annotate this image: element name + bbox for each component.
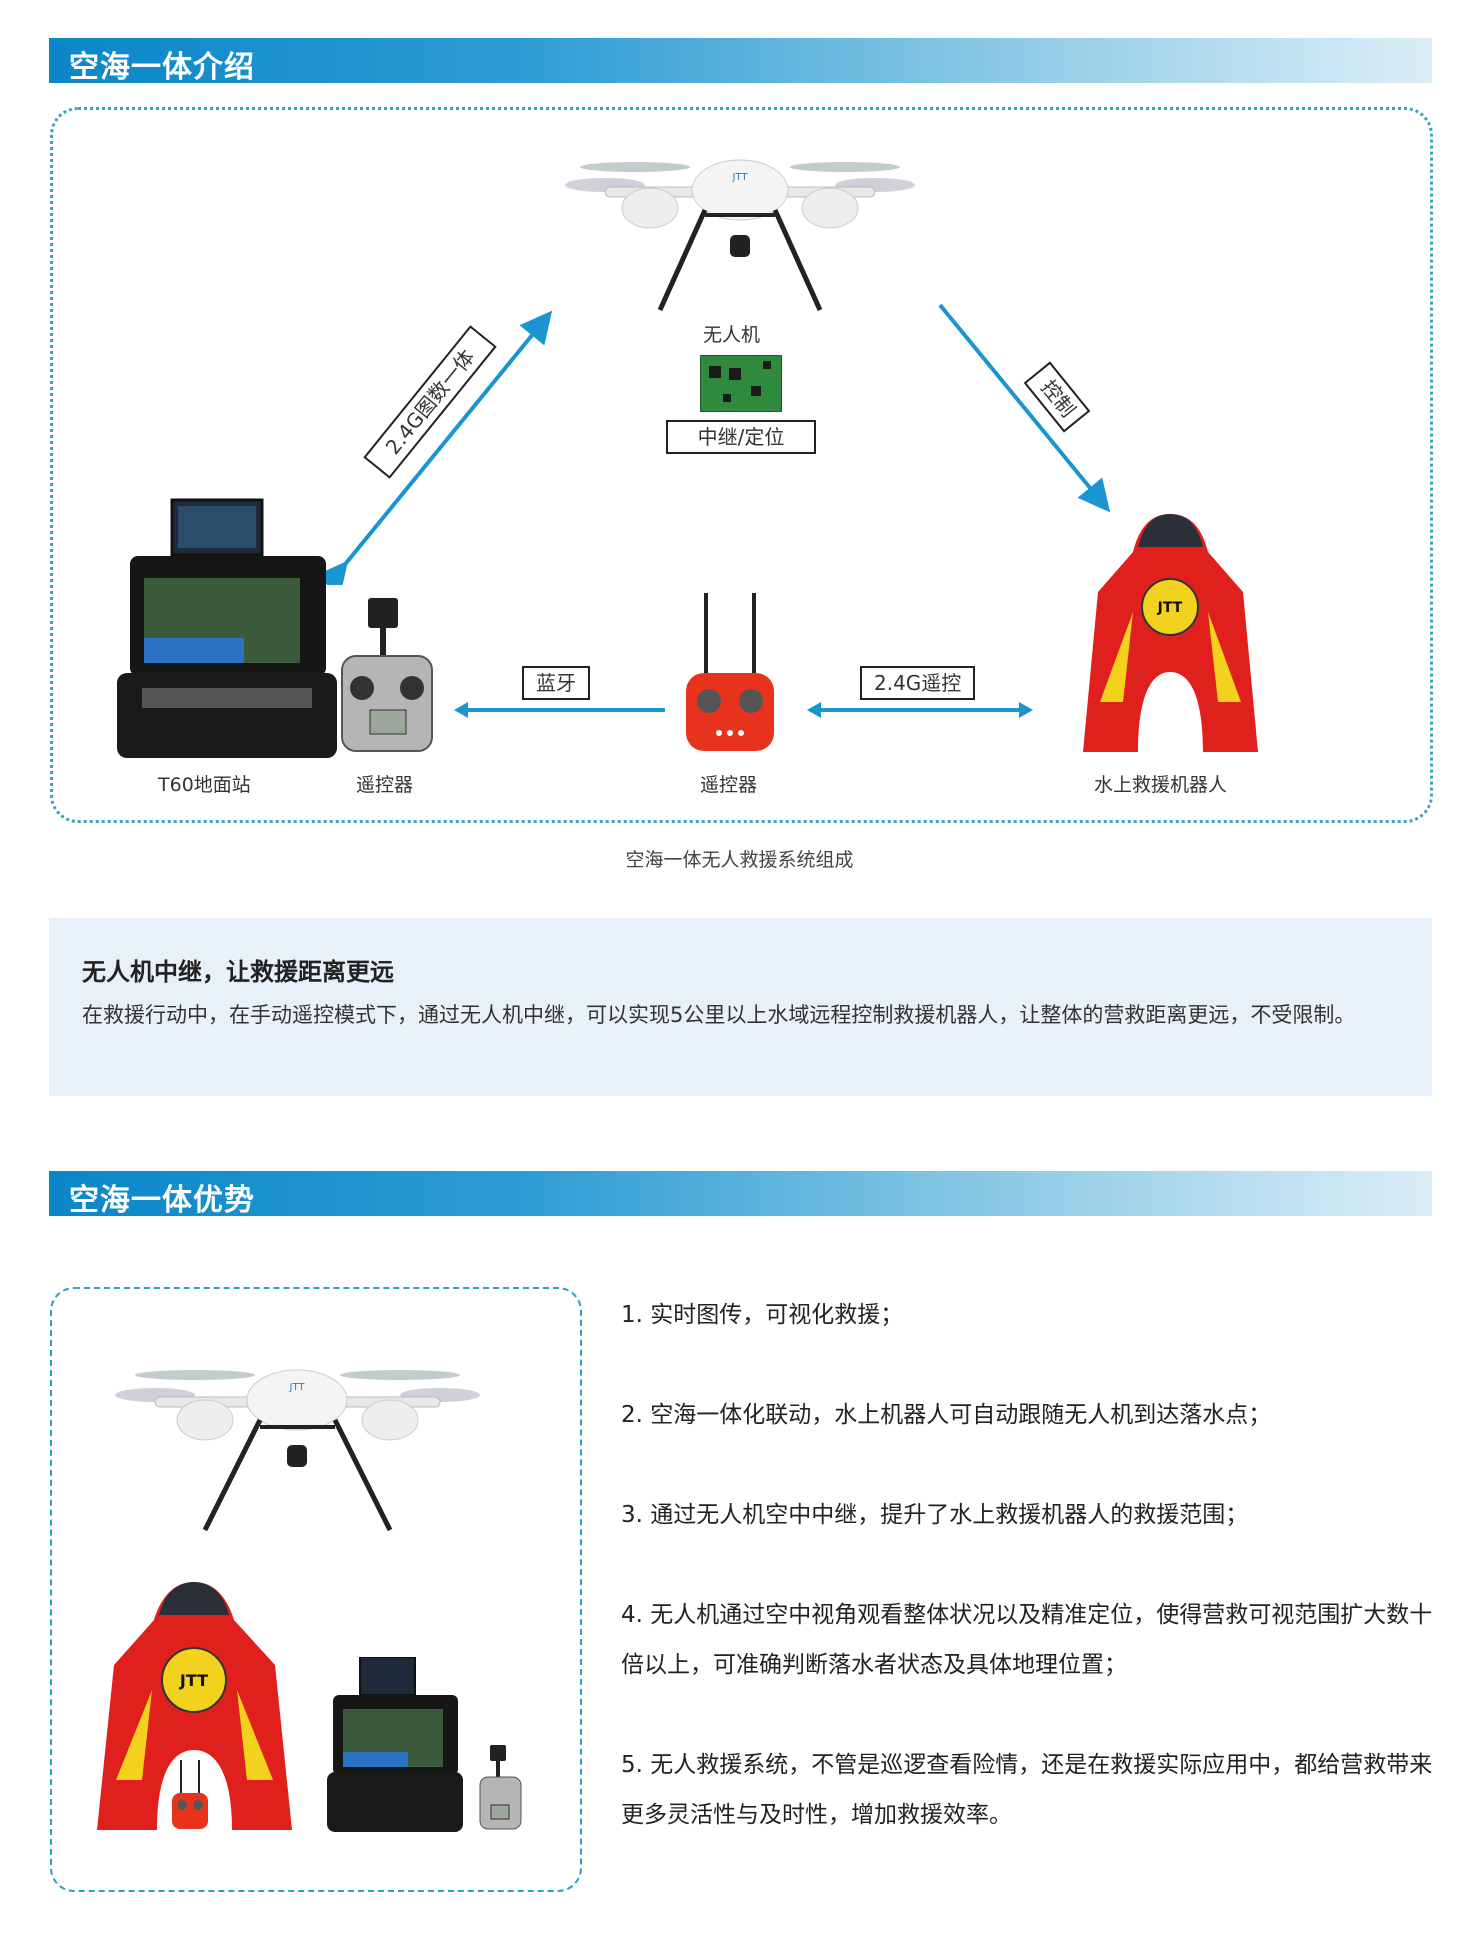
advantage-item: 4. 无人机通过空中视角观看整体状况以及精准定位，使得营救可视范围扩大数十倍以上… (621, 1602, 1433, 1678)
red-remote-label: 遥控器 (700, 774, 758, 796)
svg-text:JTT: JTT (289, 1382, 306, 1393)
link-arrow-ground-drone (320, 305, 560, 585)
link-arrow-drone-robot (930, 295, 1110, 515)
rescue-robot-product-image: JTT (92, 1580, 297, 1830)
relay-positioning-label: 中继/定位 (666, 420, 816, 454)
section-title: 空海一体介绍 (69, 50, 255, 85)
relay-board-image (700, 355, 782, 412)
rescue-robot-label: 水上救援机器人 (1094, 774, 1228, 796)
ground-station-product-image (325, 1657, 465, 1832)
info-heading: 无人机中继，让救援距离更远 (82, 958, 394, 986)
section-title: 空海一体优势 (69, 1183, 255, 1218)
drone-image: JTT (565, 145, 915, 320)
diagram-frame (50, 107, 1433, 823)
ground-station-label: T60地面站 (158, 774, 251, 796)
handheld-remote-image (340, 598, 435, 753)
advantage-item: 1. 实时图传，可视化救援； (621, 1302, 904, 1328)
ground-station-image (112, 498, 342, 758)
rescue-robot-image: JTT (1078, 512, 1263, 752)
handheld-remote-product-image (478, 1745, 523, 1830)
red-remote-image (684, 593, 776, 753)
svg-text:JTT: JTT (179, 1671, 208, 1690)
drone-label: 无人机 (703, 324, 761, 346)
section-header-intro: 空海一体介绍 (49, 38, 1432, 85)
red-remote-product-image (170, 1760, 210, 1830)
link-label-2-4g-remote: 2.4G遥控 (860, 666, 976, 700)
link-label-bluetooth: 蓝牙 (522, 666, 590, 700)
info-body: 在救援行动中，在手动遥控模式下，通过无人机中继，可以实现5公里以上水域远程控制救… (82, 1003, 1356, 1027)
diagram-caption: 空海一体无人救援系统组成 (625, 849, 854, 871)
handheld-remote-label: 遥控器 (356, 774, 414, 796)
svg-text:JTT: JTT (1157, 600, 1183, 616)
advantage-item: 5. 无人救援系统，不管是巡逻查看险情，还是在救援实际应用中，都给营救带来更多灵… (621, 1752, 1433, 1828)
advantage-item: 3. 通过无人机空中中继，提升了水上救援机器人的救援范围； (621, 1502, 1249, 1528)
link-arrow-bluetooth (452, 700, 667, 720)
section-header-advantages: 空海一体优势 (49, 1171, 1432, 1218)
info-panel: 无人机中继，让救援距离更远 在救援行动中，在手动遥控模式下，通过无人机中继，可以… (49, 918, 1432, 1096)
product-image-frame (50, 1287, 582, 1892)
drone-product-image: JTT (115, 1355, 480, 1535)
advantage-item: 2. 空海一体化联动，水上机器人可自动跟随无人机到达落水点； (621, 1402, 1272, 1428)
link-arrow-remote-robot (805, 700, 1035, 720)
svg-text:JTT: JTT (732, 172, 749, 183)
